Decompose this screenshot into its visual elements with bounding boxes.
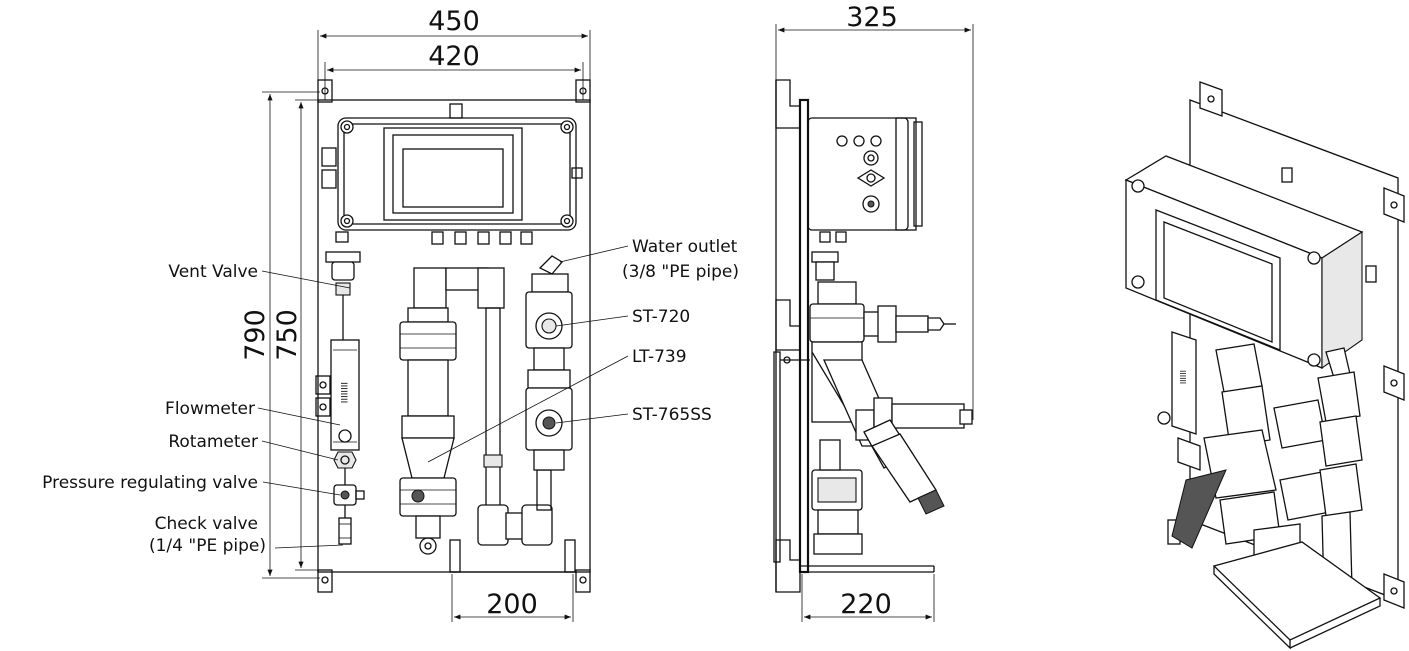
dim-790-label: 790 bbox=[240, 309, 271, 361]
iso-base bbox=[1212, 541, 1382, 650]
side-controller bbox=[807, 117, 923, 243]
label-st720: ST-720 bbox=[632, 307, 690, 327]
dimension-420: 420 bbox=[324, 41, 584, 100]
label-check-valve: Check valve bbox=[155, 514, 258, 534]
label-pressure-regulating-valve: Pressure regulating valve bbox=[42, 473, 258, 493]
right-column-sensors bbox=[525, 255, 573, 471]
side-stand bbox=[800, 565, 935, 573]
dim-220-label: 220 bbox=[840, 589, 892, 620]
dimension-450: 450 bbox=[317, 6, 591, 95]
left-column-components: IIIIIIII bbox=[315, 231, 365, 545]
label-flowmeter: Flowmeter bbox=[165, 399, 255, 419]
label-vent-valve: Vent Valve bbox=[168, 262, 258, 282]
side-brackets bbox=[775, 79, 801, 593]
isometric-view: IIIIII bbox=[1124, 81, 1405, 650]
label-water-outlet: Water outlet bbox=[632, 237, 738, 257]
dim-750-label: 750 bbox=[272, 309, 303, 361]
mounting-ears bbox=[317, 79, 591, 593]
dim-420-label: 420 bbox=[428, 41, 480, 72]
dimension-220: 220 bbox=[801, 574, 935, 622]
dim-200-label: 200 bbox=[486, 589, 538, 620]
label-rotameter: Rotameter bbox=[168, 432, 258, 452]
dimension-790: 790 bbox=[240, 91, 320, 579]
side-piping bbox=[773, 251, 973, 563]
svg-text:IIIIIIII: IIIIIIII bbox=[338, 382, 348, 403]
controller-enclosure bbox=[321, 103, 583, 245]
dim-450-label: 450 bbox=[428, 6, 480, 37]
label-check-valve-pipe: (1/4 "PE pipe) bbox=[149, 536, 266, 556]
iso-ears bbox=[1199, 81, 1405, 609]
left-callouts bbox=[257, 270, 351, 549]
front-view: 450 420 790 750 bbox=[42, 6, 739, 622]
piping-u-loop bbox=[399, 267, 553, 555]
dim-325-label: 325 bbox=[846, 2, 898, 33]
dimension-750: 750 bbox=[272, 99, 320, 571]
svg-text:IIIIII: IIIIII bbox=[1178, 370, 1187, 384]
label-lt739: LT-739 bbox=[632, 347, 687, 367]
dimension-325: 325 bbox=[775, 2, 974, 420]
iso-controller bbox=[1124, 155, 1364, 370]
label-st765ss: ST-765SS bbox=[632, 405, 712, 425]
front-stand bbox=[449, 539, 576, 573]
right-callouts bbox=[427, 245, 629, 463]
side-panel-plate bbox=[798, 98, 810, 574]
side-view: 325 bbox=[773, 2, 974, 622]
label-water-outlet-pipe: (3/8 "PE pipe) bbox=[622, 262, 739, 282]
dimension-200: 200 bbox=[451, 574, 574, 622]
